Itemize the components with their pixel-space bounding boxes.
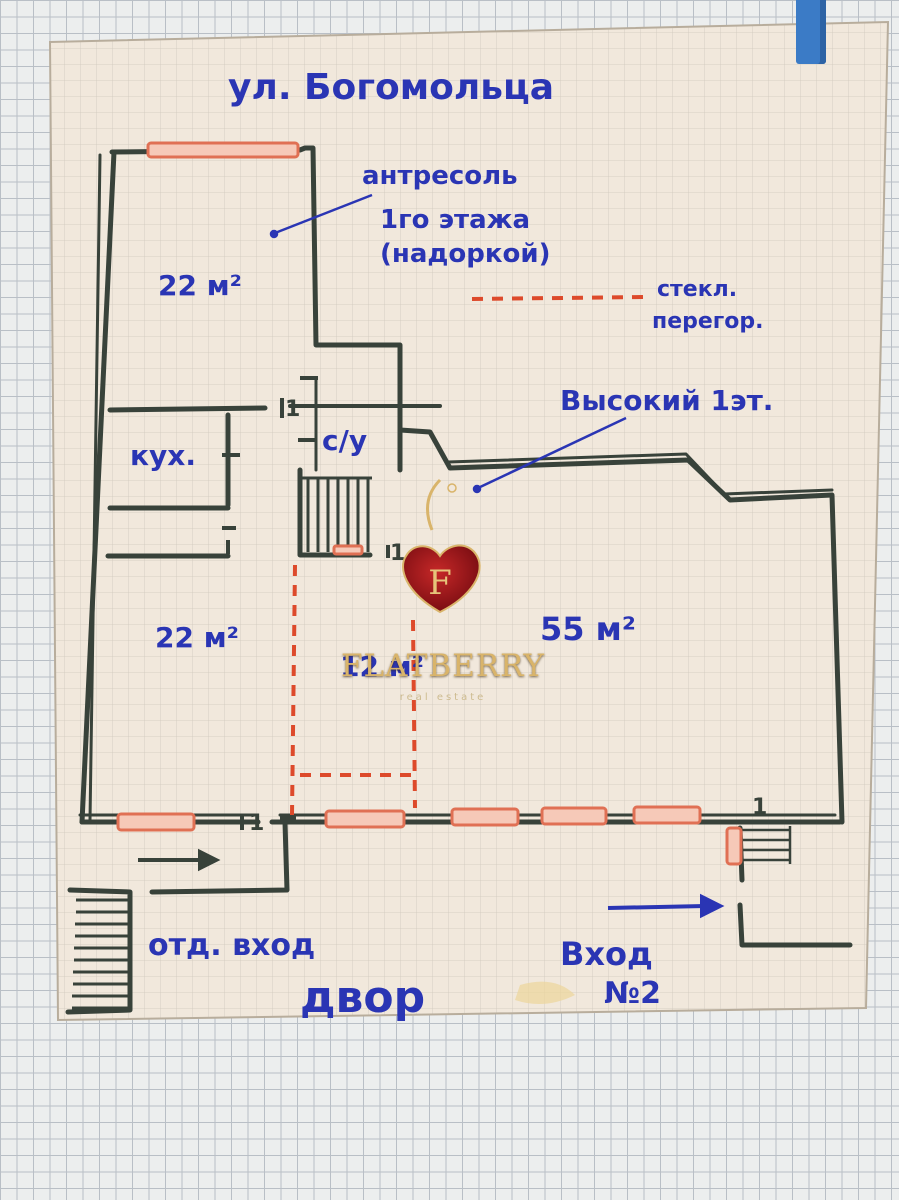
high-floor-label: Высокий 1эт. (560, 384, 773, 417)
room-area-center: 12 м² (340, 650, 424, 683)
door-marks (222, 376, 390, 830)
courtyard-label: двор (300, 972, 425, 1023)
binder-clip (796, 0, 826, 64)
windows (116, 141, 743, 866)
room-area-main: 55 м² (540, 610, 636, 648)
door-number: 1 (285, 397, 300, 422)
door-numbers: 1 1 1 1 (249, 397, 767, 836)
paper-sheet (48, 20, 890, 1022)
mezzanine-label-line3: (надоркой) (380, 239, 550, 269)
stairs-entrance2 (742, 826, 792, 864)
mezzanine-label-line1: антресоль (362, 161, 518, 191)
arrow-entrance2 (607, 893, 725, 919)
leader-lines (269, 193, 627, 494)
stairs-inner (300, 476, 372, 552)
room-area-top-left: 22 м² (158, 269, 242, 302)
street-label: ул. Богомольца (228, 67, 554, 108)
flatberry-logo-mark: F (402, 478, 481, 614)
door-number: 1 (390, 541, 405, 566)
paper-stain (515, 981, 575, 1004)
entrance2-label-line1: Вход (560, 935, 653, 973)
bathroom-label: с/у (322, 424, 367, 457)
glass-legend-line2: перегор. (652, 309, 764, 334)
watermark-brand: FLATBERRY (340, 648, 546, 684)
separate-entrance-label: отд. вход (148, 928, 315, 963)
stairs-courtyard (72, 898, 128, 1010)
room-area-mid-left: 22 м² (155, 621, 239, 654)
entrance2-label-line2: №2 (604, 976, 661, 1011)
watermark: FLATBERRY real estate (318, 470, 568, 720)
mezzanine-label-line2: 1го этажа (380, 205, 530, 235)
watermark-subtitle: real estate (399, 692, 487, 703)
kitchen-label: кух. (130, 439, 196, 472)
logo-letter: F (428, 563, 452, 603)
door-number: 1 (249, 811, 264, 836)
glass-legend-line1: стекл. (657, 277, 737, 302)
glass-partitions (290, 295, 646, 816)
arrow-separate-entrance (138, 848, 221, 872)
door-number: 1 (752, 795, 767, 820)
